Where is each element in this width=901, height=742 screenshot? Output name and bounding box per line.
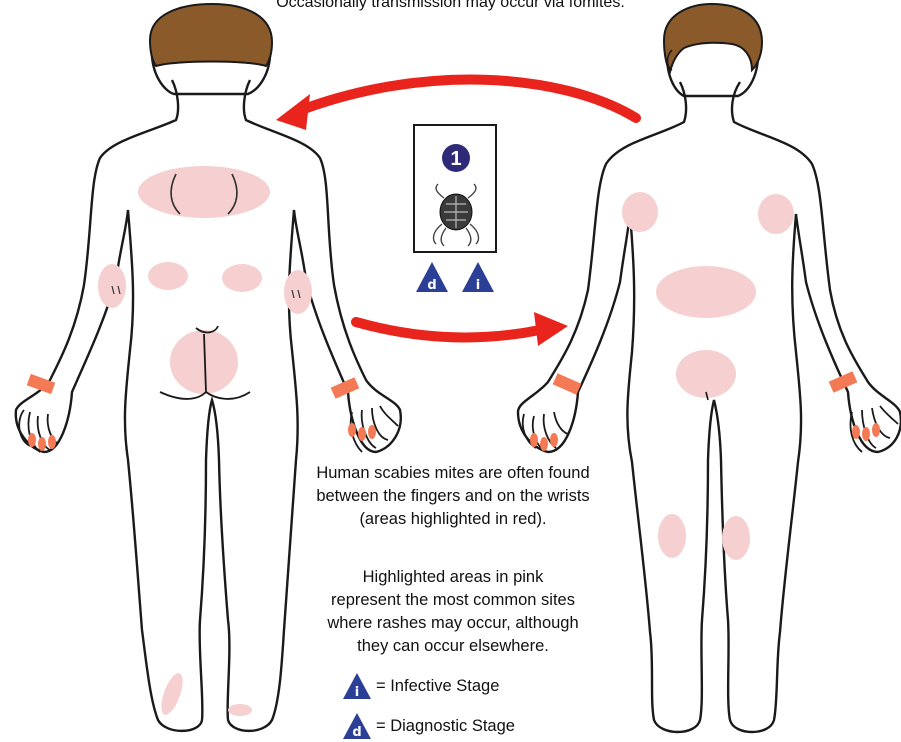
- pink-caption-line: Highlighted areas in pink: [268, 566, 638, 589]
- back-fingertips: [28, 423, 376, 451]
- rash-shoulder-blades: [138, 166, 270, 218]
- pink-caption-line: where rashes may occur, although: [268, 612, 638, 635]
- infective-stage-icon: i: [342, 672, 372, 700]
- legend-diagnostic-label: = Diagnostic Stage: [376, 717, 515, 736]
- stage-marker-diagnostic: d: [416, 262, 448, 293]
- front-hair: [664, 4, 762, 72]
- stage-marker-diagnostic-letter: d: [427, 278, 436, 293]
- arrow-head-left: [276, 94, 310, 130]
- rash-right-armpit: [758, 194, 794, 234]
- legend-infective: i = Infective Stage: [342, 672, 499, 700]
- rash-groin: [676, 350, 736, 398]
- wrist-caption-line: (areas highlighted in red).: [268, 508, 638, 531]
- rash-right-heel: [228, 704, 252, 716]
- legend-diagnostic: d = Diagnostic Stage: [342, 712, 515, 740]
- rash-abdomen: [656, 266, 756, 318]
- legend-infective-letter: i: [355, 685, 359, 700]
- rash-right-waist: [222, 264, 262, 292]
- wrist-caption-line: between the fingers and on the wrists: [268, 485, 638, 508]
- arrow-head-right: [534, 312, 568, 346]
- stage-marker-infective-letter: i: [476, 278, 480, 293]
- back-hair: [150, 4, 272, 66]
- arrow-front-to-back: [296, 80, 636, 118]
- pink-caption-line: represent the most common sites: [268, 589, 638, 612]
- rash-left-knee: [658, 514, 686, 558]
- top-caption: Occasionally transmission may occur via …: [0, 0, 901, 12]
- rash-left-armpit: [622, 192, 658, 232]
- rash-right-knee: [722, 516, 750, 560]
- rash-left-waist: [148, 262, 188, 290]
- arrow-back-to-front: [356, 322, 540, 338]
- front-wrist-band-right: [829, 371, 858, 393]
- pink-caption: Highlighted areas in pink represent the …: [268, 566, 638, 658]
- wrist-band-right: [331, 377, 360, 399]
- elbow-marks: [112, 286, 300, 298]
- pink-caption-line: they can occur elsewhere.: [268, 635, 638, 658]
- rash-heel: [157, 671, 187, 718]
- legend-diagnostic-letter: d: [352, 725, 361, 740]
- wrist-caption-line: Human scabies mites are often found: [268, 462, 638, 485]
- stage-number: 1: [450, 148, 461, 170]
- legend-infective-label: = Infective Stage: [376, 677, 499, 696]
- stage-marker-infective: i: [462, 262, 494, 293]
- front-fingertips: [530, 423, 880, 451]
- diagnostic-stage-icon: d: [342, 712, 372, 740]
- front-wrist-band-left: [553, 373, 582, 395]
- wrist-caption: Human scabies mites are often found betw…: [268, 462, 638, 531]
- stage-1-box: 1: [414, 125, 496, 252]
